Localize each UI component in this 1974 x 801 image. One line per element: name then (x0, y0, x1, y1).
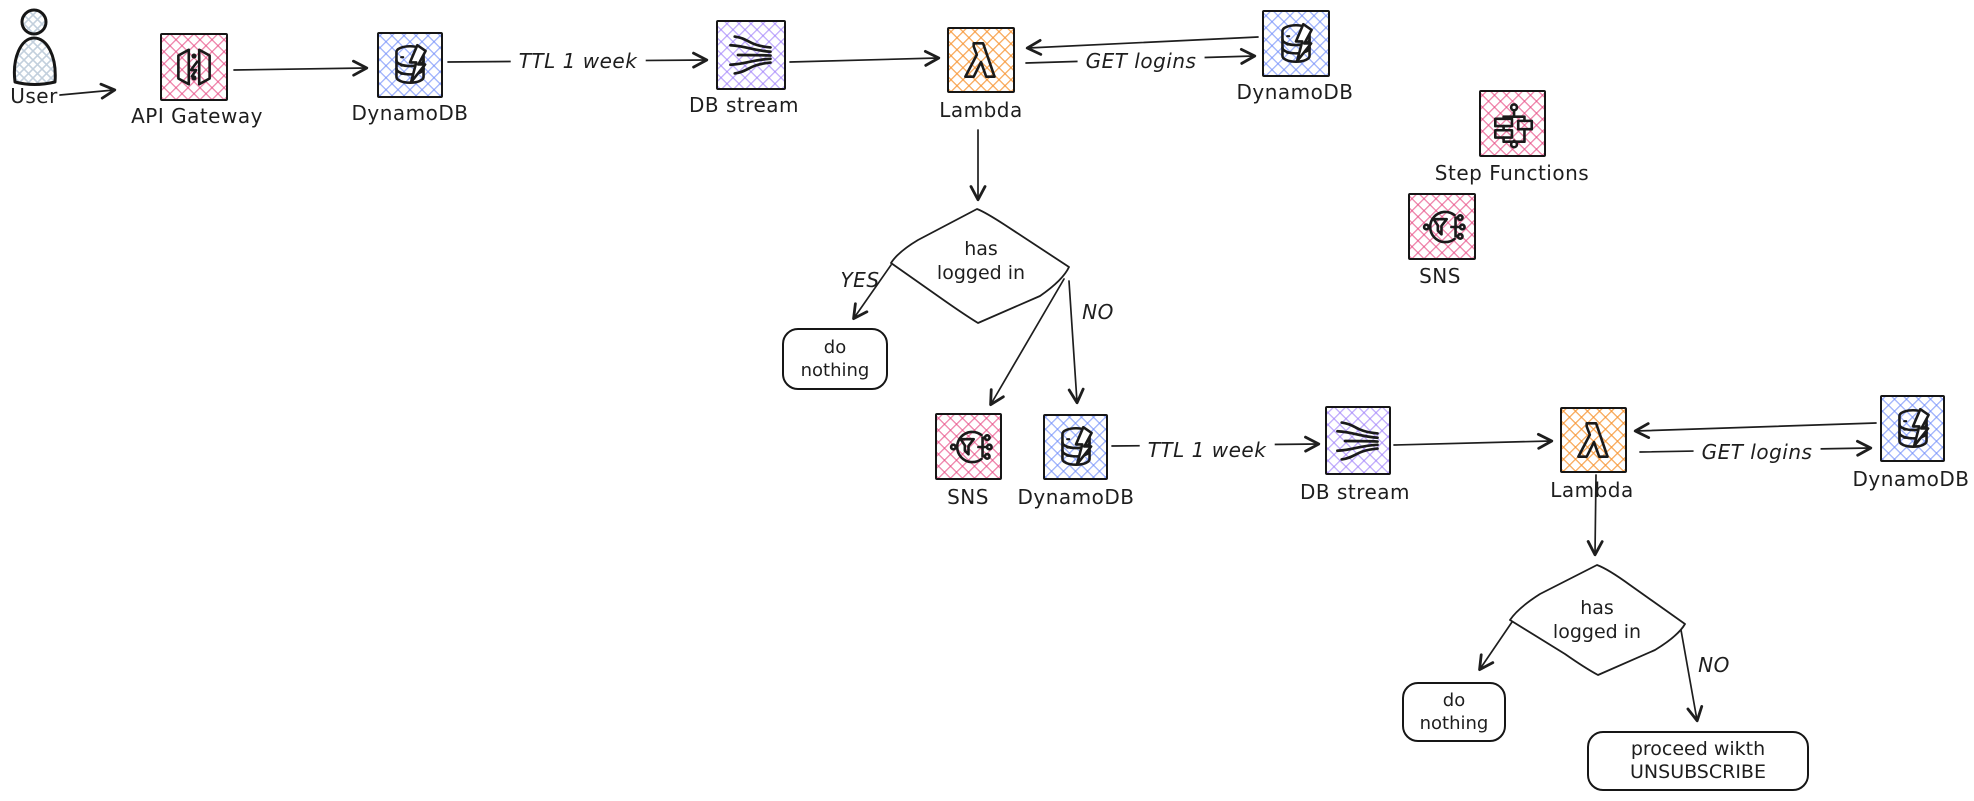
ttl2-edge-label: TTL 1 week (1139, 438, 1275, 462)
lambda2-label: Lambda (1550, 478, 1634, 502)
sns2-icon (935, 413, 1002, 480)
arrow-dbstream1-to-lambda1 (789, 49, 941, 67)
dynamodb2-icon (1262, 10, 1330, 77)
do-nothing2-box: do nothing (1402, 682, 1506, 742)
arrow-lambda2-to-decision2 (1586, 474, 1604, 557)
dynamodb1-label: DynamoDB (351, 101, 469, 125)
arrow-decision2-no-to-proceed (1680, 629, 1704, 723)
sns1-label: SNS (1419, 264, 1461, 288)
decision2-text: has logged in (1552, 597, 1642, 643)
api-gateway-label: API Gateway (131, 104, 263, 128)
no1-edge-label: NO (1082, 300, 1114, 324)
lambda2-icon (1560, 407, 1627, 473)
dbstream2-label: DB stream (1299, 480, 1411, 504)
arrow-decision1-yes-to-donothing1 (852, 264, 892, 321)
dynamodb2-label: DynamoDB (1236, 80, 1354, 104)
arrow-dynamodb4-to-lambda2 (1633, 422, 1877, 439)
proceed-unsubscribe-box: proceed wikth UNSUBSCRIBE (1587, 731, 1809, 791)
decision1-diamond (890, 208, 1070, 324)
arrow-decision1-to-sns2 (989, 278, 1065, 407)
do-nothing1-box: do nothing (782, 328, 888, 390)
dbstream1-label: DB stream (688, 93, 800, 117)
arrow-apigateway-to-dynamodb1 (233, 59, 369, 77)
no2-edge-label: NO (1698, 653, 1730, 677)
arrow-dbstream2-to-lambda2 (1393, 432, 1554, 450)
lambda1-icon (947, 27, 1015, 93)
dynamodb3-label: DynamoDB (1017, 485, 1135, 509)
dynamodb4-icon (1880, 395, 1945, 462)
dbstream1-icon (716, 20, 786, 90)
dynamodb3-icon (1043, 414, 1108, 480)
decision1-text: has logged in (936, 238, 1026, 284)
get-logins2-edge-label: GET logins (1693, 440, 1821, 464)
api-gateway-icon (160, 33, 228, 101)
lambda1-label: Lambda (939, 98, 1023, 122)
user-icon (12, 8, 57, 86)
arrow-dynamodb2-to-lambda1 (1025, 36, 1259, 56)
step-functions-icon (1479, 90, 1546, 157)
get-logins1-edge-label: GET logins (1077, 49, 1205, 73)
yes1-edge-label: YES (840, 268, 880, 292)
dynamodb4-label: DynamoDB (1852, 467, 1970, 491)
dynamodb1-icon (377, 32, 443, 98)
decision2-diamond (1509, 564, 1686, 676)
arrow-decision2-to-donothing2 (1478, 621, 1513, 672)
sns2-label: SNS (947, 485, 989, 509)
dbstream2-icon (1325, 406, 1391, 475)
step-functions-label: Step Functions (1434, 161, 1590, 185)
arrow-decision1-no-to-dynamodb3 (1067, 280, 1085, 405)
sns1-icon (1408, 193, 1476, 260)
user-label: User (10, 84, 58, 108)
ttl1-edge-label: TTL 1 week (510, 49, 646, 73)
arrow-user-to-apigateway (59, 82, 117, 100)
